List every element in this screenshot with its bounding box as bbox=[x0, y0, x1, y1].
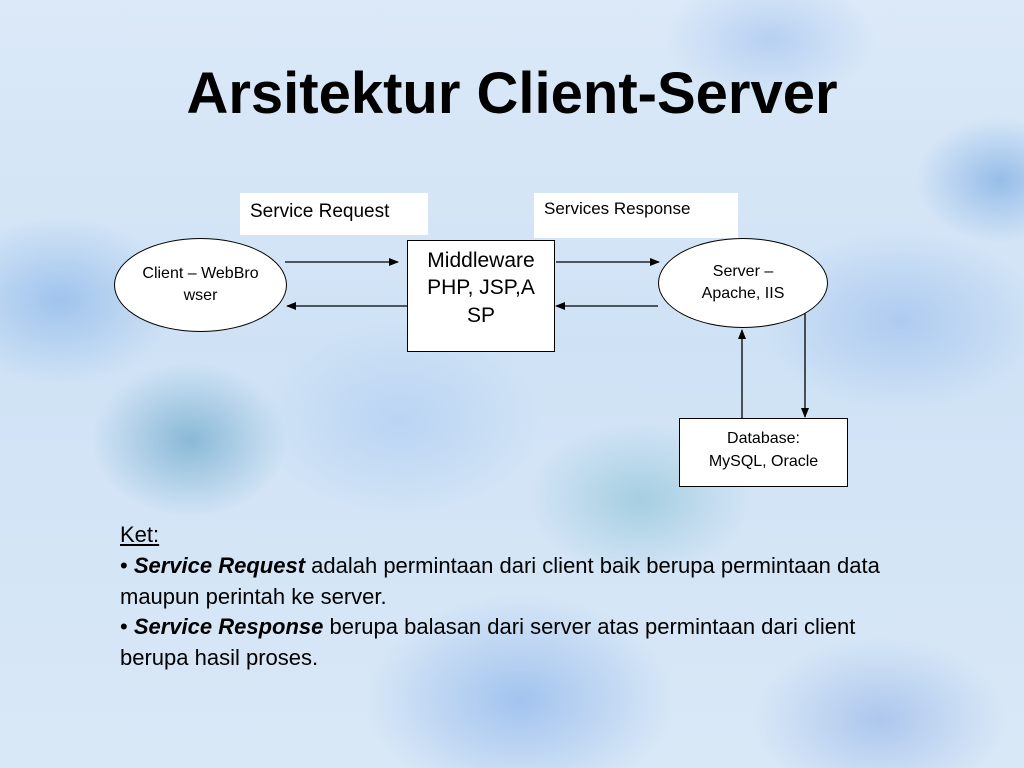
client-node: Client – WebBrowser bbox=[114, 238, 287, 332]
note-term: Service Request bbox=[133, 552, 306, 578]
slide-title: Arsitektur Client-Server bbox=[186, 61, 838, 126]
note-item: • Service Request adalah permintaan dari… bbox=[120, 551, 920, 613]
database-node: Database: MySQL, Oracle bbox=[679, 418, 848, 487]
middleware-node: Middleware PHP, JSP,ASP bbox=[407, 240, 555, 352]
notes-heading: Ket: bbox=[120, 522, 160, 547]
services-response-label: Services Response bbox=[534, 193, 738, 238]
client-node-label: Client – WebBrowser bbox=[142, 264, 259, 304]
note-item: • Service Response berupa balasan dari s… bbox=[120, 612, 920, 674]
service-request-label: Service Request bbox=[240, 193, 428, 235]
note-text: berupa balasan dari server atas perminta… bbox=[120, 614, 856, 671]
note-term: Service Response bbox=[133, 614, 324, 640]
database-node-label: Database: MySQL, Oracle bbox=[708, 430, 819, 471]
note-bullet: • bbox=[120, 552, 128, 578]
notes-section: Ket: • Service Request adalah permintaan… bbox=[120, 520, 920, 674]
server-node: Server – Apache, IIS bbox=[658, 238, 828, 328]
note-text: adalah permintaan dari client baik berup… bbox=[120, 552, 880, 609]
middleware-node-label: Middleware PHP, JSP,ASP bbox=[427, 249, 535, 327]
server-node-label: Server – Apache, IIS bbox=[701, 262, 785, 302]
note-bullet: • bbox=[120, 614, 128, 640]
